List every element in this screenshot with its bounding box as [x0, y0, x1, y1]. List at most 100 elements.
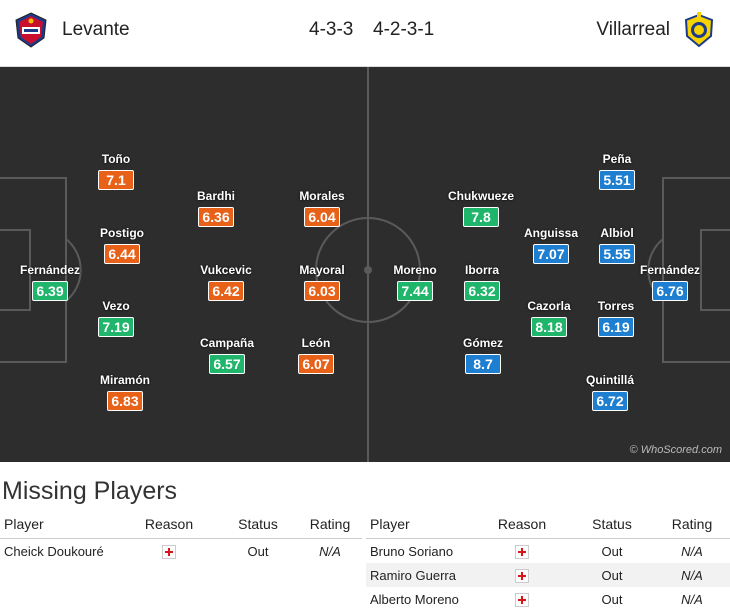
player-name: Peña [602, 152, 632, 166]
player-name: Iborra [464, 263, 499, 277]
player-name: Fernández [19, 263, 80, 277]
missing-players-title: Missing Players [2, 477, 178, 505]
player-name: Toño [101, 152, 131, 166]
player-home-morales[interactable]: Morales 6.04 [282, 189, 362, 227]
injury-cross-icon[interactable] [515, 592, 529, 607]
missing-player-name[interactable]: Bruno Soriano [370, 543, 454, 559]
player-rating: 6.76 [652, 281, 688, 301]
col-rating-header[interactable]: Rating [654, 510, 730, 539]
missing-status: Out [247, 543, 269, 559]
player-away-torres[interactable]: Torres 6.19 [576, 299, 656, 337]
injury-cross-icon[interactable] [515, 544, 529, 559]
missing-player-name[interactable]: Cheick Doukouré [4, 543, 104, 559]
player-rating: 5.55 [599, 244, 635, 264]
missing-players-away-table: Player Reason Status Rating Bruno Sorian… [366, 510, 730, 611]
player-name: Postigo [100, 226, 144, 240]
missing-status: Out [570, 563, 654, 587]
player-away-iborra[interactable]: Iborra 6.32 [442, 263, 522, 301]
player-away-cazorla[interactable]: Cazorla 8.18 [509, 299, 589, 337]
player-name: Albiol [600, 226, 634, 240]
col-status-header[interactable]: Status [218, 510, 298, 539]
table-row[interactable]: Alberto Moreno Out N/A [366, 587, 730, 611]
player-home-vukcevic[interactable]: Vukcevic 6.42 [186, 263, 266, 301]
missing-rating: N/A [681, 591, 703, 607]
player-rating: 6.32 [464, 281, 500, 301]
player-home-miramon[interactable]: Miramón 6.83 [85, 373, 165, 411]
player-name: Vukcevic [200, 263, 252, 277]
player-rating: 6.19 [598, 317, 634, 337]
col-player-header[interactable]: Player [366, 510, 474, 539]
player-home-tono[interactable]: Toño 7.1 [76, 152, 156, 190]
missing-rating: N/A [681, 543, 703, 559]
away-team-name: Villarreal [596, 19, 670, 40]
player-name: Morales [299, 189, 345, 203]
home-formation: 4-3-3 [309, 19, 354, 40]
player-rating: 7.19 [98, 317, 134, 337]
player-rating: 6.42 [208, 281, 244, 301]
missing-player-name[interactable]: Alberto Moreno [370, 591, 459, 607]
table-row[interactable]: Bruno Soriano Out N/A [366, 539, 730, 564]
pitch: Toño 7.1 Postigo 6.44 Fernández 6.39 Vez… [0, 67, 730, 462]
injury-cross-icon[interactable] [162, 544, 176, 559]
match-header: Levante 4-3-3 4-2-3-1 Villarreal [0, 0, 730, 67]
player-name: León [301, 336, 331, 350]
player-rating: 6.03 [304, 281, 340, 301]
player-rating: 6.36 [198, 207, 234, 227]
col-rating-header[interactable]: Rating [298, 510, 362, 539]
player-rating: 6.44 [104, 244, 140, 264]
player-away-pena[interactable]: Peña 5.51 [577, 152, 657, 190]
villarreal-crest-icon [684, 12, 714, 48]
watermark: © WhoScored.com [629, 444, 722, 456]
player-rating: 7.1 [98, 170, 134, 190]
player-name: Mayoral [299, 263, 345, 277]
player-rating: 8.7 [465, 354, 501, 374]
player-rating: 7.44 [397, 281, 433, 301]
player-name: Vezo [102, 299, 130, 313]
player-rating: 7.07 [533, 244, 569, 264]
col-reason-header[interactable]: Reason [120, 510, 218, 539]
away-team[interactable]: Villarreal [596, 12, 716, 48]
player-away-chukwueze[interactable]: Chukwueze 7.8 [441, 189, 521, 227]
injury-cross-icon[interactable] [515, 568, 529, 583]
col-reason-header[interactable]: Reason [474, 510, 570, 539]
player-name: Moreno [393, 263, 437, 277]
player-rating: 6.07 [298, 354, 334, 374]
player-name: Chukwueze [447, 189, 514, 203]
player-name: Cazorla [527, 299, 571, 313]
player-away-gomez[interactable]: Gómez 8.7 [443, 336, 523, 374]
missing-status: Out [601, 543, 623, 559]
player-home-mayoral[interactable]: Mayoral 6.03 [282, 263, 362, 301]
player-rating: 6.83 [107, 391, 143, 411]
table-row[interactable]: Ramiro Guerra Out N/A [366, 563, 730, 587]
missing-status: Out [601, 591, 623, 607]
table-header-row: Player Reason Status Rating [366, 510, 730, 539]
table-header-row: Player Reason Status Rating [0, 510, 362, 539]
levante-crest-icon [15, 12, 47, 48]
player-home-campana[interactable]: Campaña 6.57 [187, 336, 267, 374]
missing-players-home-table: Player Reason Status Rating Cheick Douko… [0, 510, 362, 563]
player-home-fernandez[interactable]: Fernández 6.39 [10, 263, 90, 301]
player-away-anguissa[interactable]: Anguissa 7.07 [511, 226, 591, 264]
player-away-quintilla[interactable]: Quintillá 6.72 [570, 373, 650, 411]
player-name: Anguissa [523, 226, 578, 240]
player-name: Campaña [199, 336, 255, 350]
player-rating: 5.51 [599, 170, 635, 190]
col-player-header[interactable]: Player [0, 510, 120, 539]
missing-player-name[interactable]: Ramiro Guerra [366, 563, 474, 587]
away-formation: 4-2-3-1 [373, 19, 435, 40]
player-rating: 7.8 [463, 207, 499, 227]
player-away-albiol[interactable]: Albiol 5.55 [577, 226, 657, 264]
player-home-vezo[interactable]: Vezo 7.19 [76, 299, 156, 337]
player-home-bardhi[interactable]: Bardhi 6.36 [176, 189, 256, 227]
home-team-name: Levante [62, 19, 130, 40]
table-row[interactable]: Cheick Doukouré Out N/A [0, 539, 362, 564]
player-home-postigo[interactable]: Postigo 6.44 [82, 226, 162, 264]
player-away-fernandez[interactable]: Fernández 6.76 [630, 263, 710, 301]
missing-rating: N/A [654, 563, 730, 587]
player-rating: 6.72 [592, 391, 628, 411]
player-rating: 8.18 [531, 317, 567, 337]
home-team[interactable]: Levante [14, 12, 130, 48]
player-away-moreno[interactable]: Moreno 7.44 [375, 263, 455, 301]
col-status-header[interactable]: Status [570, 510, 654, 539]
player-home-leon[interactable]: León 6.07 [276, 336, 356, 374]
